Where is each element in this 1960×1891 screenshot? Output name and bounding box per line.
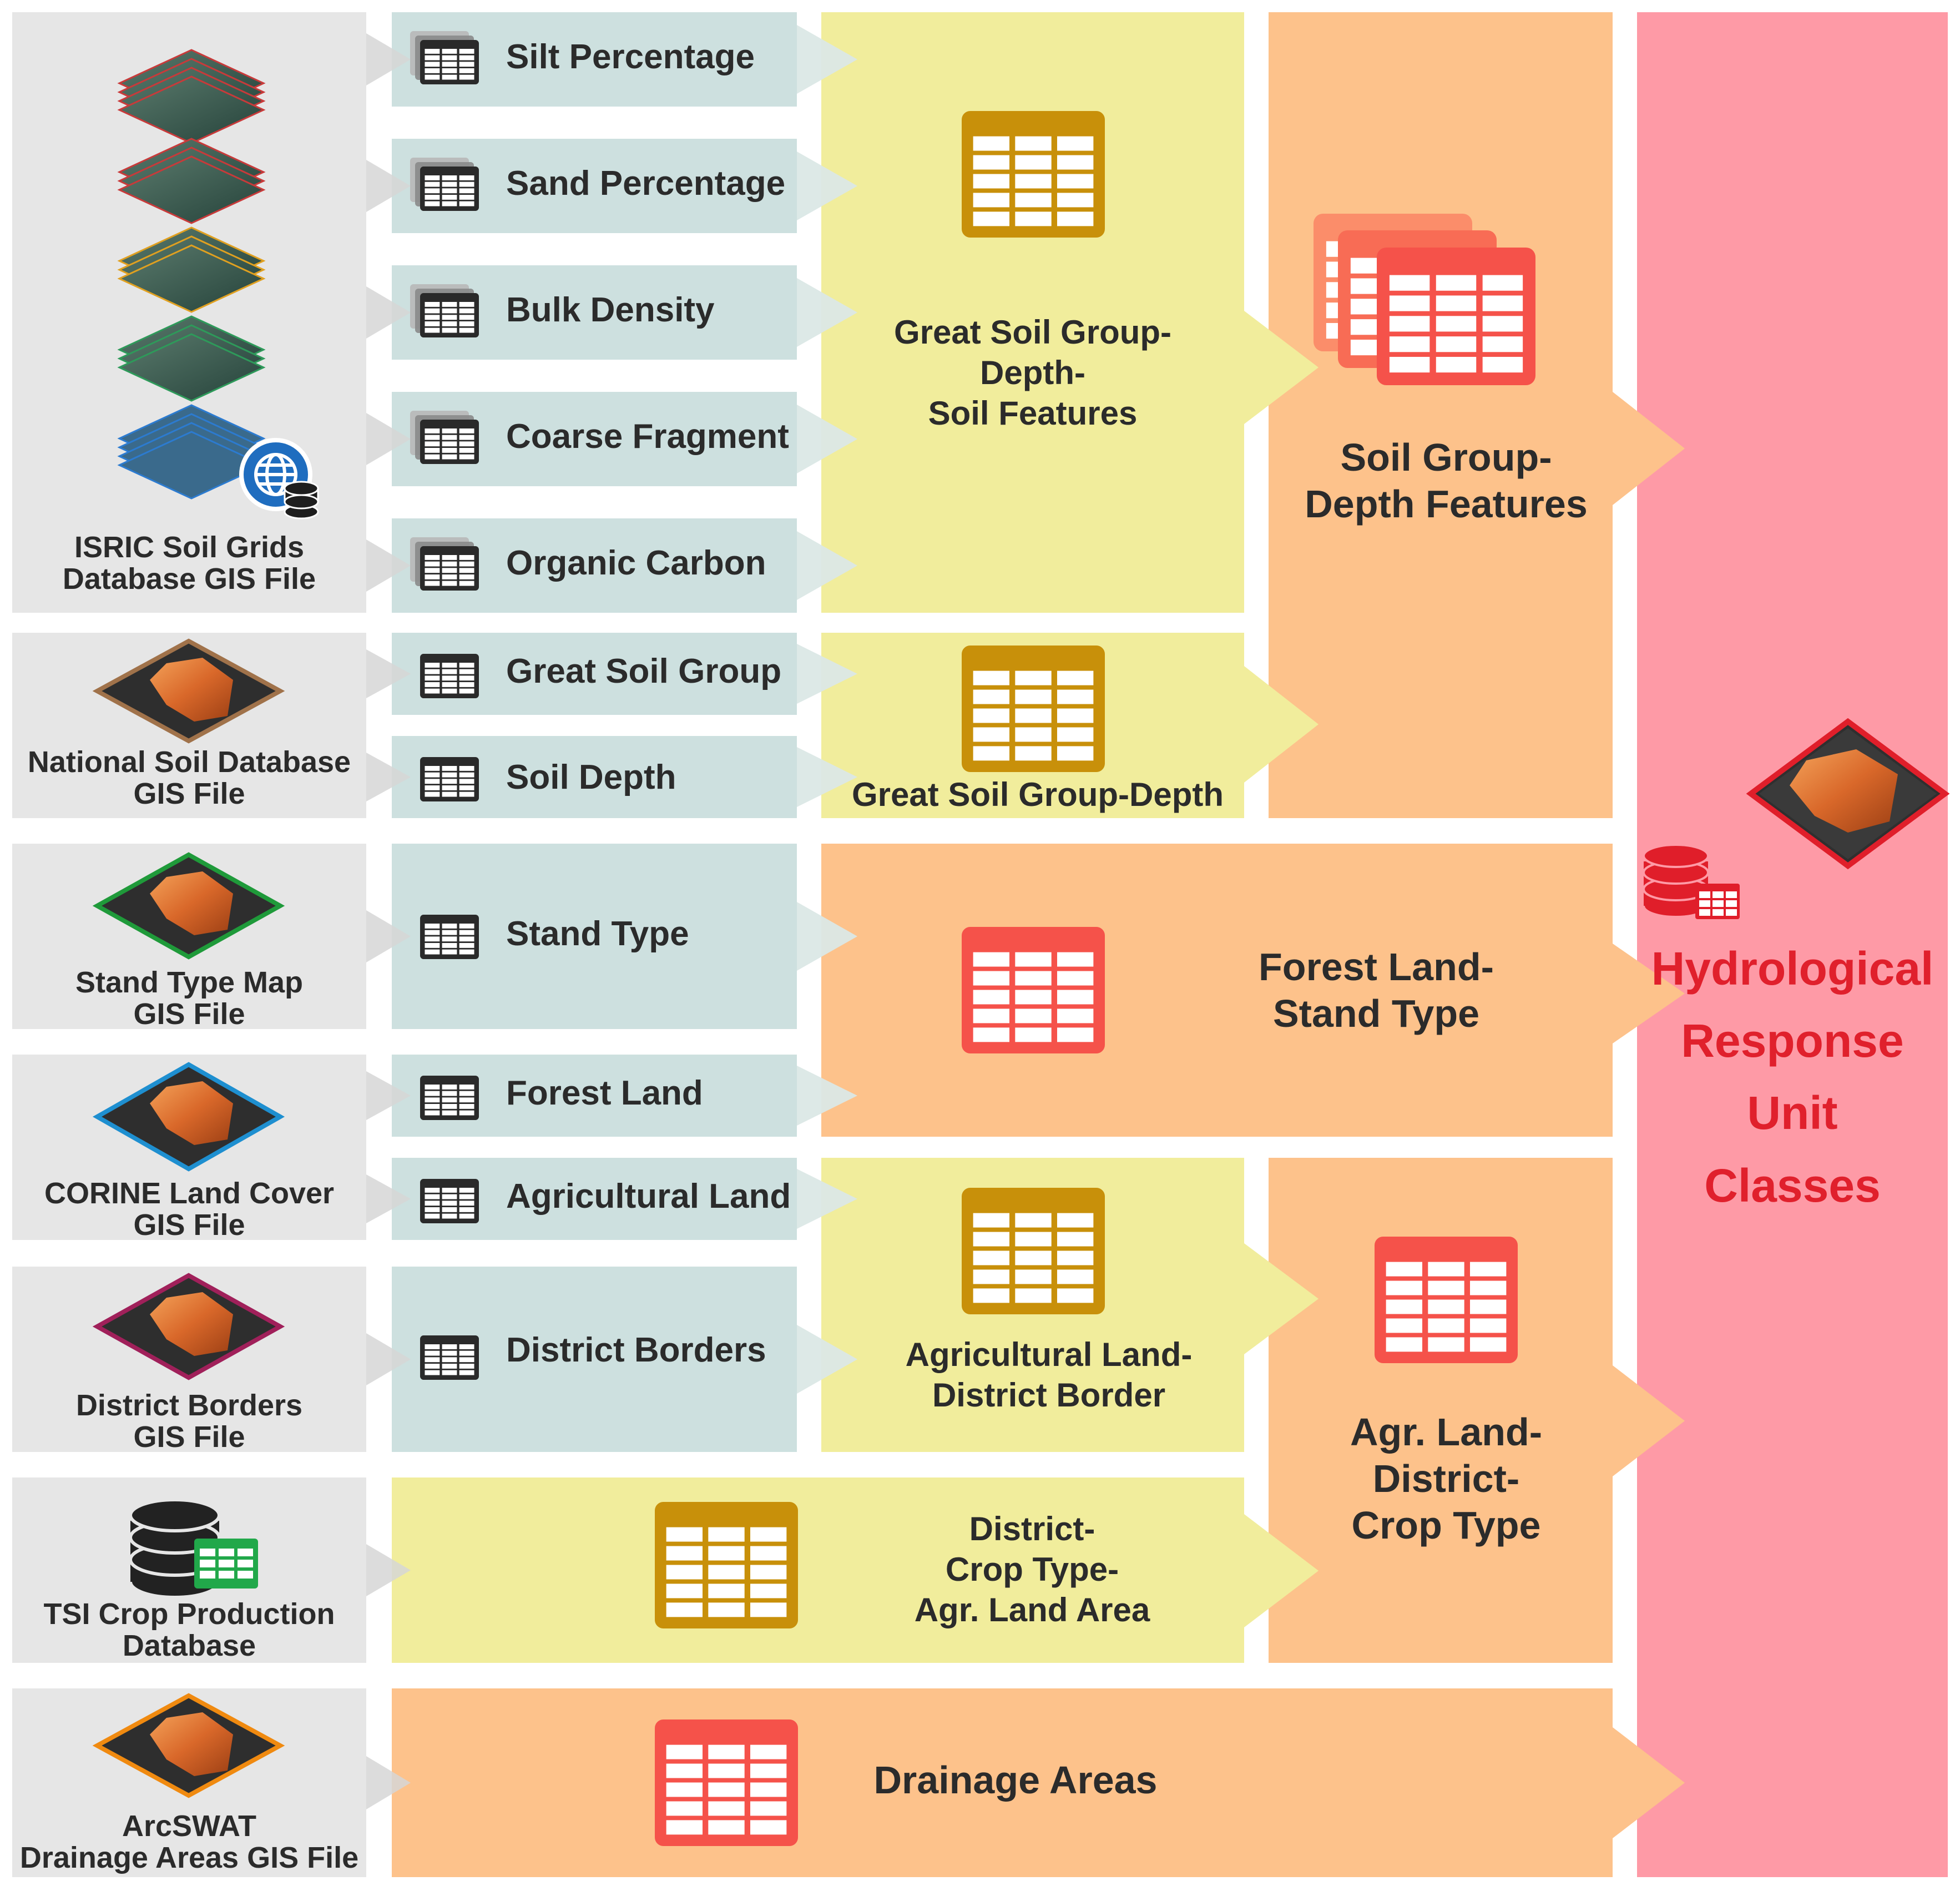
agr-district-crop-label: Agr. Land- District- Crop Type (1350, 1410, 1543, 1547)
isric-layer-stack-icon (117, 49, 319, 520)
attr-depth-label: Soil Depth (506, 758, 676, 796)
table-icon (420, 757, 479, 801)
big-table-icons (655, 111, 1535, 1846)
arrows-source-to-attribute (366, 33, 411, 1809)
forest-stand-box (821, 844, 1613, 1137)
source-district-label: District Borders GIS File (75, 1389, 303, 1454)
district-crop-area-label: District- Crop Type- Agr. Land Area (914, 1510, 1150, 1629)
hru-label: Hydrological Response Unit Classes (1651, 942, 1934, 1212)
agr-district-label: Agricultural Land- District Border (905, 1336, 1193, 1414)
stand-map-layer-icon (92, 852, 285, 960)
forest-stand-label: Forest Land- Stand Type (1259, 945, 1494, 1035)
source-tsi-label: TSI Crop Production Database (43, 1597, 335, 1663)
gold-table-icon (655, 1502, 798, 1628)
arrows-intermediate-to-combined (1244, 311, 1319, 1627)
attr-sand-label: Sand Percentage (506, 164, 786, 203)
attr-agri-label: Agricultural Land (506, 1177, 791, 1216)
source-stand-label: Stand Type Map GIS File (75, 966, 304, 1031)
district-crop-area-box (392, 1477, 1244, 1663)
hru-database-icon (1643, 844, 1709, 918)
table-icon (420, 1335, 479, 1380)
attr-stand-label: Stand Type (506, 915, 689, 953)
table-icon (420, 1179, 479, 1223)
attr-coarse-label: Coarse Fragment (506, 417, 789, 456)
attr-district-label: District Borders (506, 1331, 766, 1369)
gsg-depth-label: Great Soil Group-Depth (851, 776, 1224, 813)
district-map-layer-icon (92, 1273, 285, 1380)
table-icon (410, 31, 479, 84)
attr-organic-label: Organic Carbon (506, 544, 766, 582)
tsi-database-icon (129, 1498, 258, 1599)
table-icon (410, 158, 479, 211)
attr-bulk-label: Bulk Density (506, 291, 715, 329)
green-table-icon (194, 1539, 258, 1589)
gold-table-icon (962, 111, 1105, 238)
hru-map-icon (1643, 718, 1950, 919)
source-arcswat-label: ArcSWAT Drainage Areas GIS File (19, 1809, 359, 1875)
red-table-icon (655, 1719, 798, 1846)
attr-forest-label: Forest Land (506, 1074, 703, 1112)
source-isric-label: ISRIC Soil Grids Database GIS File (62, 531, 316, 596)
corine-map-layer-icon (92, 1062, 285, 1172)
hru-output-panel (1637, 12, 1948, 1877)
attribute-table-icons (410, 31, 479, 1380)
national-map-layer-icon (92, 638, 285, 744)
drainage-label: Drainage Areas (873, 1758, 1158, 1802)
database-icon (284, 481, 319, 520)
soil-group-depth-label: Soil Group- Depth Features (1305, 436, 1588, 526)
gold-table-icon (962, 646, 1105, 772)
red-table-icon (1375, 1237, 1518, 1363)
gold-table-icon (962, 1188, 1105, 1314)
hru-table-icon (1695, 884, 1740, 919)
attr-gsg-label: Great Soil Group (506, 652, 782, 690)
table-icon (410, 284, 479, 337)
source-national-label: National Soil Database GIS File (27, 745, 351, 811)
table-icon (420, 1076, 479, 1120)
source-corine-label: CORINE Land Cover GIS File (44, 1177, 335, 1242)
table-icon (410, 537, 479, 591)
soil-group-depth-box (1269, 12, 1613, 818)
gsg-depth-features-label: Great Soil Group- Depth- Soil Features (893, 314, 1172, 432)
arcswat-map-layer-icon (92, 1693, 285, 1798)
table-icon (420, 915, 479, 959)
red-table-icon (962, 927, 1105, 1053)
drainage-box (392, 1688, 1613, 1877)
attr-silt-label: Silt Percentage (506, 38, 755, 76)
arrows-combined-to-hru (1613, 392, 1685, 1838)
table-icon (410, 411, 479, 464)
red-table-icon (1377, 248, 1535, 385)
arrows-attribute-to-intermediate (797, 25, 857, 1394)
table-icon (420, 654, 479, 698)
